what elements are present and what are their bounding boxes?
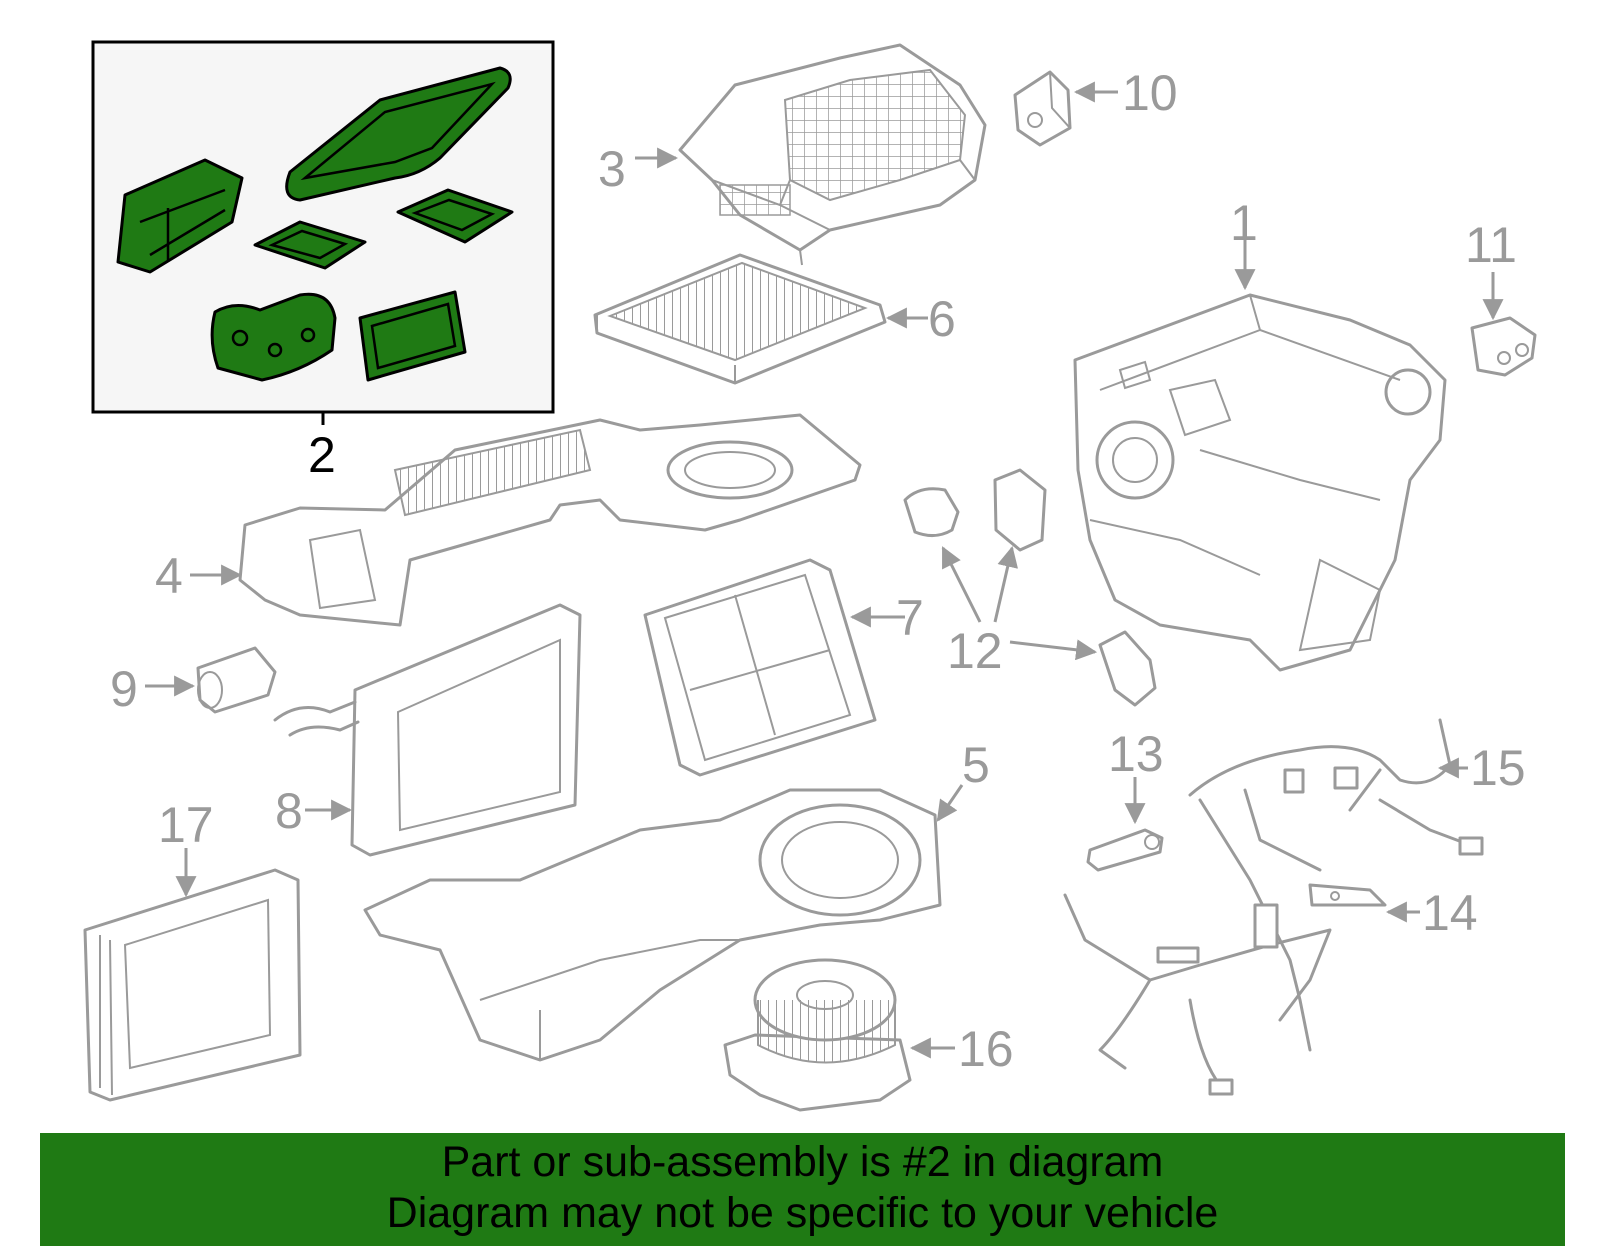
callout-7: 7 — [896, 590, 924, 646]
part-10-bracket — [1013, 70, 1072, 147]
callout-6: 6 — [928, 291, 956, 347]
callout-8: 8 — [275, 783, 303, 839]
callout-17: 17 — [158, 797, 214, 853]
callout-16: 16 — [958, 1021, 1014, 1077]
part-14-plate — [1308, 883, 1387, 907]
part-8-evaporator — [273, 603, 582, 857]
part-1-hvac-module — [1073, 293, 1447, 672]
banner-line-1: Part or sub-assembly is #2 in diagram — [441, 1138, 1164, 1186]
parts-diagram: 2 3 10 6 1 — [83, 40, 1537, 1112]
callout-9: 9 — [110, 661, 138, 717]
callout-1: 1 — [1230, 195, 1258, 251]
info-banner: Part or sub-assembly is #2 in diagram Di… — [40, 1133, 1565, 1246]
banner-line-2: Diagram may not be specific to your vehi… — [386, 1189, 1219, 1237]
part-11-actuator — [1470, 316, 1537, 377]
part-16-blower-motor — [723, 958, 912, 1112]
part-2-seal-kit[interactable] — [91, 40, 555, 414]
part-3-upper-case — [678, 43, 987, 266]
callout-10: 10 — [1122, 65, 1178, 121]
callout-3: 3 — [598, 141, 626, 197]
part-15-wiring-harness — [1063, 718, 1484, 1096]
part-9-sensor — [196, 646, 277, 714]
callout-5: 5 — [962, 737, 990, 793]
part-6-cabin-filter — [593, 253, 887, 385]
callout-2: 2 — [308, 427, 336, 483]
part-4-lower-case — [238, 413, 862, 627]
callout-14: 14 — [1422, 885, 1478, 941]
callout-11: 11 — [1465, 217, 1517, 273]
callout-12: 12 — [947, 623, 1003, 679]
part-17-core-frame — [83, 868, 302, 1102]
part-5-blower-case — [363, 788, 942, 1062]
callout-13: 13 — [1108, 726, 1164, 782]
part-7-heater-core — [643, 558, 877, 777]
callout-4: 4 — [155, 548, 183, 604]
part-12-actuators — [903, 468, 1157, 707]
callout-15: 15 — [1470, 740, 1526, 796]
part-13-clip — [1086, 828, 1164, 872]
